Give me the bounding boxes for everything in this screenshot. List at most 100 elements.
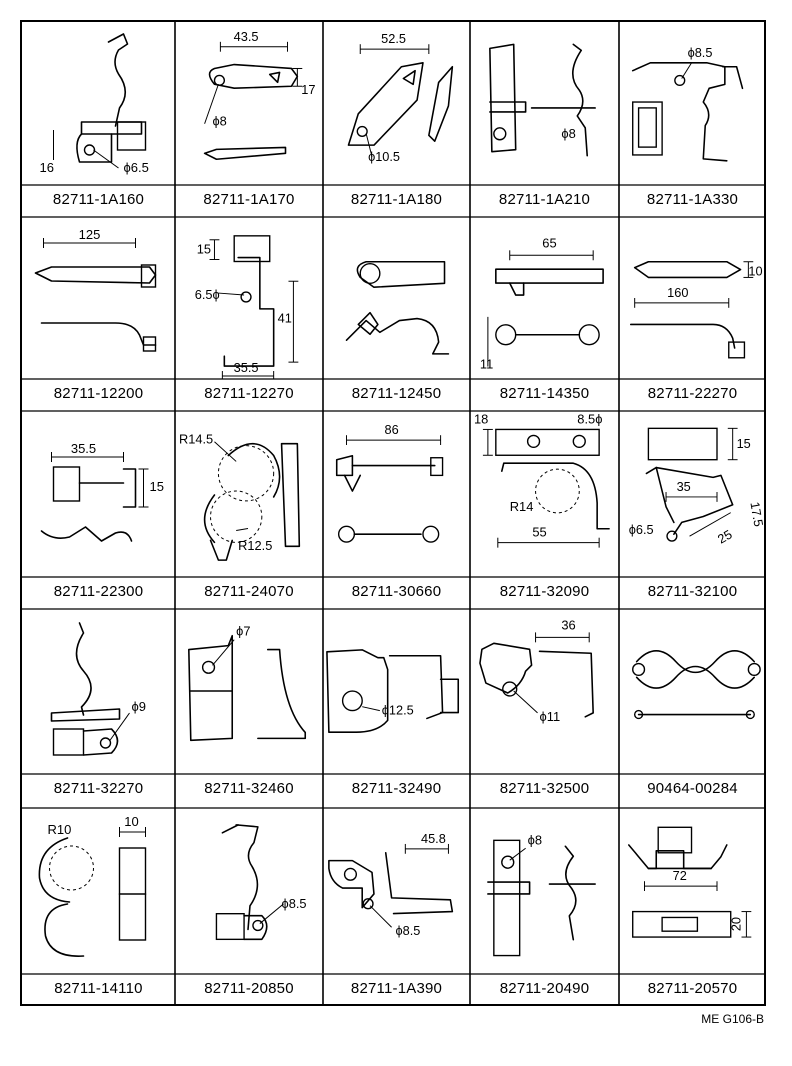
dimension-label: ϕ9 — [132, 699, 147, 714]
part-drawing: 36 ϕ11 — [479, 617, 594, 724]
part-drawing: 45.8 ϕ8.5 — [328, 831, 454, 938]
part-drawing: ϕ7 — [188, 624, 307, 742]
dimension-label: 15 — [737, 436, 751, 451]
dimension-label: ϕ12.5 — [382, 703, 414, 718]
part-drawing: ϕ8.5 — [215, 824, 307, 941]
part-number-label: 82711-12450 — [351, 385, 442, 402]
part-cell: 72 20 82711-20570 — [619, 808, 766, 1006]
part-number-label: 82711-22270 — [647, 385, 738, 402]
grid-lines — [22, 22, 764, 1004]
part-number-label: 82711-32100 — [647, 583, 738, 600]
dimension-label: 10 — [124, 814, 138, 829]
dimension-label: 8.5ϕ — [577, 411, 602, 426]
part-number-label: 82711-12200 — [53, 385, 144, 402]
dimension-label: 10 — [748, 263, 762, 278]
dimension-label: ϕ8.5 — [396, 923, 421, 938]
dimension-label: R14.5 — [179, 432, 213, 447]
dimension-label: 6.5ϕ — [195, 287, 220, 302]
dimension-label: 160 — [667, 285, 688, 300]
dimension-label: 86 — [385, 422, 399, 437]
part-cell: 90464-00284 — [619, 609, 766, 808]
part-cell: 10 160 82711-22270 — [619, 217, 766, 411]
part-number-label: 82711-20850 — [204, 980, 294, 997]
part-cell: ϕ8 82711-1A210 — [470, 22, 619, 217]
part-drawing: 10 160 — [629, 260, 763, 359]
part-number-label: 82711-14350 — [499, 385, 590, 402]
part-number-label: 90464-00284 — [647, 780, 738, 797]
part-cell: 125 82711-12200 — [22, 217, 175, 411]
part-number-label: 82711-32500 — [499, 780, 590, 797]
part-cell: 86 82711-30660 — [323, 411, 470, 609]
part-cell: 82711-12450 — [323, 217, 470, 411]
part-number-label: 82711-14110 — [54, 980, 143, 997]
dimension-label: ϕ6.5 — [629, 522, 654, 537]
part-number-label: 82711-32090 — [499, 583, 590, 600]
dimension-label: ϕ10.5 — [368, 149, 400, 164]
part-number-label: 82711-32490 — [351, 780, 442, 797]
part-number-label: 82711-1A210 — [498, 191, 591, 208]
part-drawing — [345, 260, 450, 355]
part-drawing: 72 20 — [628, 826, 752, 938]
part-drawing: ϕ12.5 — [326, 649, 460, 733]
dimension-label: R12.5 — [238, 538, 272, 553]
part-number-label: 82711-1A160 — [52, 191, 145, 208]
part-cell: ϕ7 82711-32460 — [175, 609, 323, 808]
dimension-label: 45.8 — [421, 831, 446, 846]
dimension-label: ϕ8 — [528, 832, 542, 847]
dimension-label: ϕ8 — [212, 114, 226, 129]
dimension-label: ϕ6.5 — [124, 160, 149, 175]
dimension-label: 17 — [301, 82, 315, 97]
part-drawing: ϕ9 — [50, 622, 147, 756]
part-drawing: 35.515 — [40, 441, 164, 542]
dimension-label: 11 — [480, 357, 493, 372]
part-number-label: 82711-22300 — [53, 583, 144, 600]
part-cell: ϕ8.5 82711-20850 — [175, 808, 323, 1006]
dimension-label: 18 — [474, 411, 488, 426]
dimension-label: ϕ8.5 — [688, 45, 713, 60]
part-cell: 45.8 ϕ8.5 82711-1A390 — [323, 808, 470, 1006]
part-cell: ϕ12.5 82711-32490 — [323, 609, 470, 808]
part-drawing: 43.5 17 ϕ8 — [203, 29, 316, 161]
part-number-label: 82711-20490 — [499, 980, 590, 997]
part-cell: ϕ8 82711-20490 — [470, 808, 619, 1006]
part-drawing: 86 — [335, 422, 444, 543]
drawing-code: ME G106-B — [701, 1012, 764, 1026]
dimension-label: 36 — [561, 617, 575, 632]
part-number-label: 82711-32460 — [204, 780, 294, 797]
part-number-label: 82711-1A330 — [646, 191, 739, 208]
part-number-label: 82711-12270 — [204, 385, 294, 402]
part-number-label: 82711-1A390 — [350, 980, 443, 997]
part-cell: 52.5 ϕ10.5 82711-1A180 — [323, 22, 470, 217]
dimension-label: ϕ8.5 — [282, 896, 307, 911]
dimension-label: 41 — [278, 311, 292, 326]
part-drawing: ϕ8 — [489, 43, 596, 157]
part-number-label: 82711-1A180 — [350, 191, 443, 208]
part-number-label: 82711-20570 — [647, 980, 738, 997]
part-number-label: 82711-24070 — [204, 583, 294, 600]
dimension-label: ϕ11 — [540, 709, 561, 724]
dimension-label: 43.5 — [234, 29, 259, 44]
dimension-label: 20 — [729, 917, 744, 931]
dimension-label: 72 — [673, 868, 687, 883]
dimension-label: 125 — [79, 227, 101, 242]
part-drawing: ϕ8.5 — [631, 45, 744, 162]
dimension-label: 35 — [677, 479, 691, 494]
part-number-label: 82711-30660 — [351, 583, 442, 600]
part-drawing: 52.5 ϕ10.5 — [347, 31, 454, 164]
dimension-label: 52.5 — [381, 31, 406, 46]
